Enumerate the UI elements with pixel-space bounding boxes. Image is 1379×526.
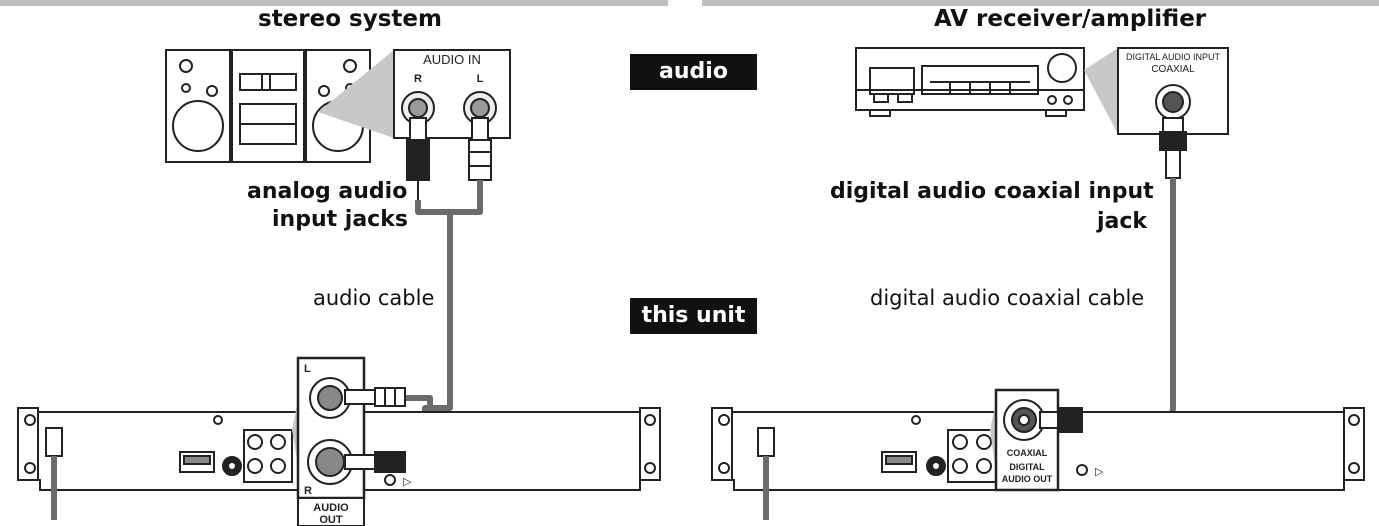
inset-digital-input-line2: COAXIAL xyxy=(1151,64,1195,75)
digital-audio-out-inset xyxy=(994,388,1060,492)
svg-text:▷: ▷ xyxy=(403,476,412,488)
jack-r-label: R xyxy=(414,73,422,85)
digital-audio-out-line2: AUDIO OUT xyxy=(1002,474,1053,484)
this-unit-tag: this unit xyxy=(630,298,757,334)
audio-cable-label: audio cable xyxy=(313,286,435,310)
rca-plug-white xyxy=(468,117,492,181)
inset-digital-input-line1: DIGITAL AUDIO INPUT xyxy=(1126,52,1221,62)
stereo-system-heading: stereo system xyxy=(258,6,442,32)
coaxial-cable-label: digital audio coaxial cable xyxy=(870,286,1145,310)
audio-out-line2: OUT xyxy=(319,514,343,526)
right-top-rule xyxy=(702,0,1379,6)
inset-l-letter: L xyxy=(304,363,311,375)
coaxial-cable xyxy=(1072,178,1176,421)
unit-coaxial-label: COAXIAL xyxy=(1007,448,1048,458)
audio-tag: audio xyxy=(630,54,757,90)
jack-l-label: L xyxy=(477,73,484,85)
av-receiver-icon xyxy=(855,47,1118,134)
rca-plug-red xyxy=(406,117,430,200)
left-top-rule xyxy=(0,0,668,6)
av-receiver-heading: AV receiver/amplifier xyxy=(934,6,1207,32)
audio-cable xyxy=(394,180,483,438)
svg-text:▷: ▷ xyxy=(1095,466,1104,478)
coaxial-input-label-line1: digital audio coaxial input xyxy=(830,179,1154,204)
analog-audio-label-line1: analog audio xyxy=(247,179,408,204)
jack-panel-title: AUDIO IN xyxy=(423,52,481,67)
audio-out-line1: AUDIO xyxy=(313,502,349,514)
audio-out-inset xyxy=(296,356,366,526)
analog-audio-label-line2: input jacks xyxy=(272,207,408,232)
coaxial-input-label-line2: jack xyxy=(1097,209,1148,234)
inset-r-letter: R xyxy=(304,485,312,497)
digital-audio-out-line1: DIGITAL xyxy=(1009,462,1045,472)
coaxial-input-inset xyxy=(1117,47,1229,135)
